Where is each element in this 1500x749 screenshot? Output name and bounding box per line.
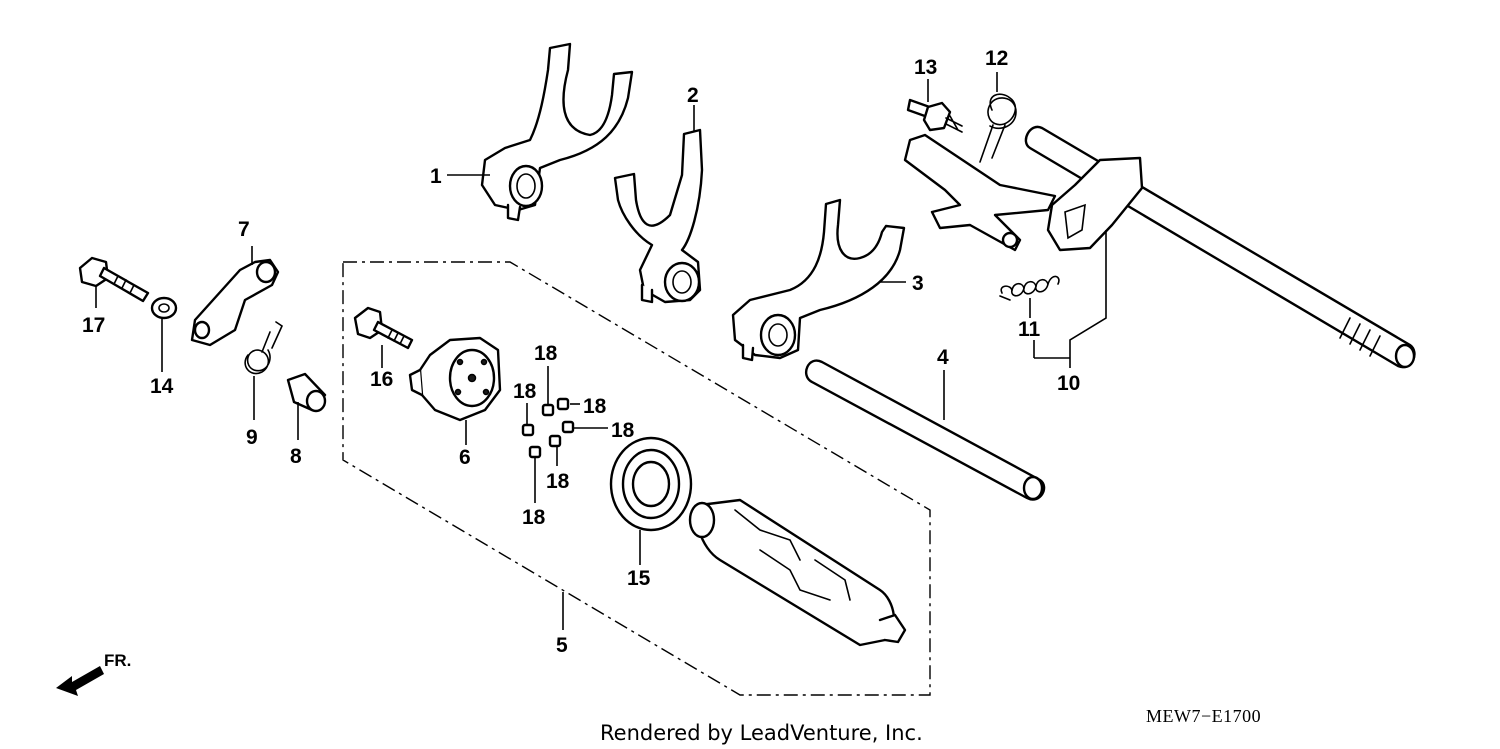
drum-center-6: [408, 336, 502, 422]
callout-16: 16: [370, 368, 393, 391]
shift-drum: [688, 498, 907, 647]
return-spring-11: [999, 275, 1060, 301]
callout-18: 18: [522, 506, 546, 529]
callout-1: 1: [430, 165, 442, 188]
callout-labels: 1 2 3 4 5 6 7 8 9 10 11 12 13 14 15 16 1…: [82, 47, 1080, 657]
callout-3: 3: [912, 272, 924, 295]
callout-14: 14: [150, 375, 174, 398]
callout-8: 8: [290, 445, 302, 468]
callout-18: 18: [611, 419, 635, 442]
stopper-arm-7: [190, 258, 280, 347]
shift-fork-1: [480, 42, 634, 222]
dowel-pins-18: [521, 397, 575, 459]
callout-17: 17: [82, 314, 105, 337]
bolt-13: [906, 98, 963, 133]
callout-15: 15: [627, 567, 651, 590]
gearshift-spindle-10: [903, 125, 1416, 369]
callout-10: 10: [1057, 372, 1080, 395]
bearing-15: [609, 436, 693, 532]
shift-fork-2: [613, 128, 704, 304]
callout-4: 4: [937, 346, 949, 369]
callout-2: 2: [687, 84, 699, 107]
direction-label: FR.: [104, 651, 131, 670]
callout-18: 18: [546, 470, 570, 493]
spring-12: [979, 93, 1017, 163]
callout-18: 18: [513, 380, 537, 403]
bolt-17: [78, 256, 150, 303]
callout-9: 9: [246, 426, 258, 449]
drum-assy-outline: [342, 261, 931, 696]
shift-fork-3: [731, 198, 906, 362]
drawing-code: MEW7−E1700: [1146, 706, 1261, 726]
callout-5: 5: [556, 634, 568, 657]
callout-12: 12: [985, 47, 1008, 70]
callout-7: 7: [238, 218, 250, 241]
spring-9: [244, 321, 284, 375]
fork-shaft-4: [805, 359, 1046, 501]
render-credit: Rendered by LeadVenture, Inc.: [600, 721, 923, 745]
leader-lines: [95, 72, 1107, 630]
callout-13: 13: [914, 56, 937, 79]
front-direction-arrow: FR.: [56, 651, 131, 696]
callout-6: 6: [459, 446, 471, 469]
collar-8: [286, 372, 327, 413]
washer-14: [150, 296, 178, 320]
callout-18: 18: [583, 395, 607, 418]
callout-11: 11: [1018, 318, 1041, 341]
callout-18: 18: [534, 342, 558, 365]
bolt-16: [353, 306, 414, 350]
